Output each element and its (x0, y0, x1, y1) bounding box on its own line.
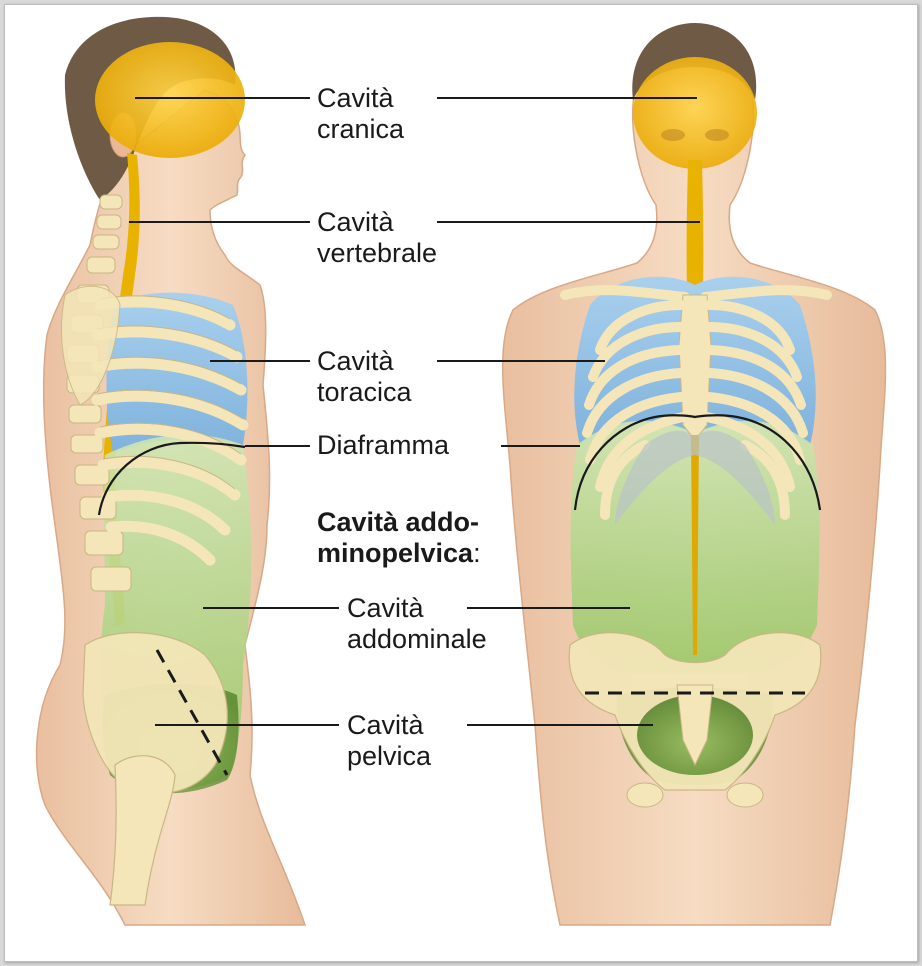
side-view-figure (37, 17, 305, 925)
label-abdominopelvic-colon: : (473, 538, 481, 568)
label-cranial-cavity: Cavità cranica (317, 83, 404, 145)
body-cavities-illustration (5, 5, 917, 961)
label-abdominopelvic-line2: minopelvica (317, 538, 473, 568)
label-cranial-line1: Cavità (317, 83, 404, 114)
label-pelvic-cavity: Cavità pelvica (347, 710, 431, 772)
front-cranial-cavity (633, 57, 757, 169)
front-view-figure (503, 23, 886, 925)
label-abdominopelvic-line1: Cavità addo- (317, 507, 481, 538)
label-pelvic-line2: pelvica (347, 741, 431, 772)
label-diaphragm-line1: Diaframma (317, 430, 449, 461)
front-eye-right (705, 129, 729, 141)
label-pelvic-line1: Cavità (347, 710, 431, 741)
label-thoracic-line2: toracica (317, 377, 412, 408)
label-abdominal-line1: Cavità (347, 593, 487, 624)
label-thoracic-line1: Cavità (317, 346, 412, 377)
figure-panel: Cavità cranica Cavità vertebrale Cavità … (4, 4, 918, 962)
front-vertebral-cavity (687, 160, 704, 290)
label-vertebral-line2: vertebrale (317, 238, 437, 269)
label-diaphragm: Diaframma (317, 430, 449, 461)
label-thoracic-cavity: Cavità toracica (317, 346, 412, 408)
front-femur-head-left (627, 783, 663, 807)
label-abdominopelvic-cavity: Cavità addo- minopelvica: (317, 507, 481, 569)
side-cranial-cavity (95, 42, 245, 158)
label-vertebral-line1: Cavità (317, 207, 437, 238)
front-eye-left (661, 129, 685, 141)
label-abdominal-cavity: Cavità addominale (347, 593, 487, 655)
label-abdominal-line2: addominale (347, 624, 487, 655)
label-vertebral-cavity: Cavità vertebrale (317, 207, 437, 269)
front-femur-head-right (727, 783, 763, 807)
label-cranial-line2: cranica (317, 114, 404, 145)
